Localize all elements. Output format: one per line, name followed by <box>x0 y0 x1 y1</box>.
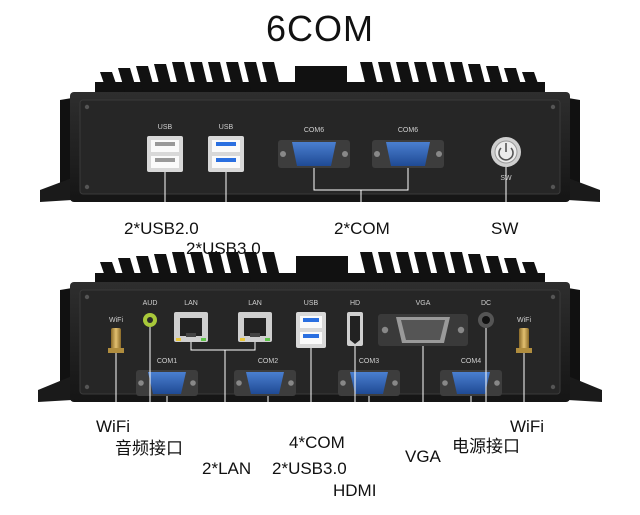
com-port-icon <box>440 370 502 396</box>
dc-port-label: DC <box>481 300 491 307</box>
com2-port-label: COM2 <box>258 358 278 365</box>
callout-usb3-top: 2*USB3.0 <box>186 239 261 258</box>
callout-wifi-left: WiFi <box>96 417 130 436</box>
callout-vga: VGA <box>405 447 441 466</box>
com6-port-label-a: COM6 <box>304 127 324 134</box>
com6-port-label-b: COM6 <box>398 127 418 134</box>
bottom-bracket-left <box>38 376 72 402</box>
usb3-port-icon <box>208 136 244 172</box>
screw-icon <box>550 294 556 300</box>
callout-usb2: 2*USB2.0 <box>124 219 199 238</box>
vga-port-label: VGA <box>416 300 431 307</box>
bottom-bracket-right <box>568 376 602 402</box>
callout-sw: SW <box>491 219 519 238</box>
wifi-right-port-label: WiFi <box>517 317 531 324</box>
bottom-leader-lines <box>115 327 525 478</box>
usb2-port-label: USB <box>158 124 173 131</box>
bottom-side-fins <box>60 288 580 395</box>
screw-icon <box>550 184 556 190</box>
vga-port-icon <box>378 314 468 346</box>
com1-port-label: COM1 <box>157 358 177 365</box>
top-bracket-left <box>40 178 72 202</box>
wifi-antenna-icon <box>108 328 124 353</box>
screw-icon <box>84 294 90 300</box>
bottom-device: WiFi AUD LAN LAN <box>38 252 602 478</box>
top-bracket-right <box>568 178 600 202</box>
lan-port-label-b: LAN <box>248 300 262 307</box>
screw-icon <box>550 104 556 110</box>
usb2-port-icon <box>147 136 183 172</box>
wifi-antenna-icon <box>516 328 532 353</box>
usb3-port-icon <box>296 312 326 348</box>
com3-port-label: COM3 <box>359 358 379 365</box>
callout-lan: 2*LAN <box>202 459 252 478</box>
lan-port-icon <box>174 312 208 342</box>
com-port-icon <box>278 140 350 168</box>
screw-icon <box>84 184 90 190</box>
com4-port-label: COM4 <box>461 358 481 365</box>
usb3-port-label: USB <box>219 124 234 131</box>
top-device: USB USB COM6 COM6 <box>40 62 600 238</box>
audio-jack-icon <box>143 313 157 327</box>
dc-power-jack-icon <box>478 312 494 328</box>
com-port-icon <box>338 370 400 396</box>
screw-icon <box>84 104 90 110</box>
wifi-left-port-label: WiFi <box>109 317 123 324</box>
screw-icon <box>84 384 90 390</box>
callout-com-top: 2*COM <box>334 219 390 238</box>
com-port-icon <box>136 370 198 396</box>
callout-wifi-right: WiFi <box>510 417 544 436</box>
callout-hdmi: HDMI <box>333 481 377 500</box>
callout-audio: 音频接口 <box>115 439 183 458</box>
top-leader-lines <box>164 167 507 238</box>
com-port-icon <box>234 370 296 396</box>
page-title: 6COM <box>265 8 374 49</box>
hdmi-port-icon <box>347 312 363 346</box>
lan-port-icon <box>238 312 272 342</box>
com-port-icon <box>372 140 444 168</box>
hd-port-label: HD <box>350 300 360 307</box>
callout-com-bottom: 4*COM <box>289 433 345 452</box>
usb-port-label: USB <box>304 300 319 307</box>
top-heatsink-fins <box>95 62 545 95</box>
bottom-heatsink-fins <box>95 252 545 285</box>
callout-usb3-bottom: 2*USB3.0 <box>272 459 347 478</box>
screw-icon <box>550 384 556 390</box>
power-button-icon <box>491 137 521 167</box>
lan-port-label-a: LAN <box>184 300 198 307</box>
top-side-fins <box>60 98 580 195</box>
aud-port-label: AUD <box>143 300 158 307</box>
callout-power: 电源接口 <box>452 437 520 456</box>
